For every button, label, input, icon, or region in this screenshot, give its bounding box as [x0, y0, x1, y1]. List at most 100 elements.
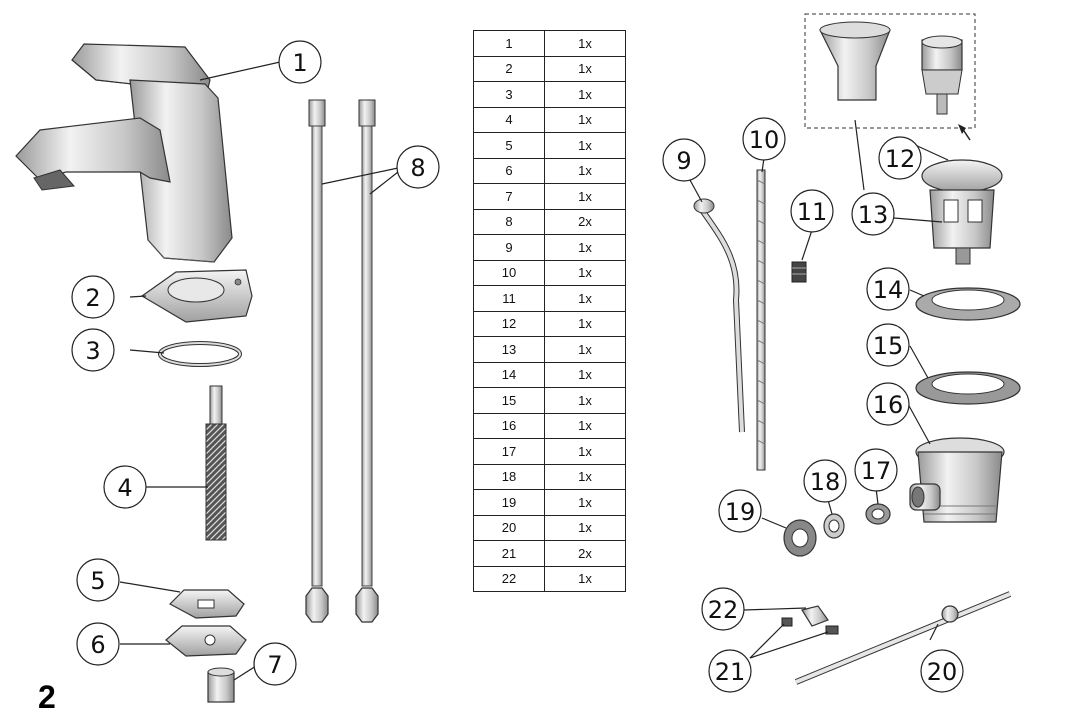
- part-number-cell: 2: [473, 55, 545, 82]
- callout-22: 22: [701, 587, 745, 631]
- page-number: 2: [38, 679, 56, 714]
- callout-11: 11: [790, 189, 834, 233]
- callout-16: 16: [866, 382, 910, 426]
- svg-text:19: 19: [725, 498, 756, 526]
- svg-text:6: 6: [90, 631, 105, 659]
- quantity-cell: 1x: [544, 463, 626, 490]
- quantity-cell: 1x: [544, 30, 626, 57]
- part-number-cell: 12: [473, 310, 545, 337]
- svg-text:20: 20: [927, 658, 958, 686]
- callout-7: 7: [253, 642, 297, 686]
- svg-text:3: 3: [85, 337, 100, 365]
- svg-text:22: 22: [708, 596, 739, 624]
- quantity-cell: 1x: [544, 514, 626, 541]
- quantity-cell: 1x: [544, 438, 626, 465]
- svg-text:13: 13: [858, 201, 889, 229]
- quantity-cell: 1x: [544, 285, 626, 312]
- part-number-cell: 18: [473, 463, 545, 490]
- svg-text:9: 9: [676, 147, 691, 175]
- flange-washer: [915, 287, 1021, 321]
- callout-1: 1: [278, 40, 322, 84]
- base-plate: [140, 269, 253, 323]
- svg-text:14: 14: [873, 276, 904, 304]
- faucet-body: [15, 43, 233, 263]
- part-number-cell: 1: [473, 30, 545, 57]
- svg-text:21: 21: [715, 658, 746, 686]
- threaded-lift-rod: [756, 169, 766, 471]
- part-number-cell: 9: [473, 234, 545, 261]
- quantity-cell: 1x: [544, 565, 626, 592]
- quantity-cell: 1x: [544, 361, 626, 388]
- part-number-cell: 11: [473, 285, 545, 312]
- part-number-cell: 20: [473, 514, 545, 541]
- part-number-cell: 8: [473, 208, 545, 235]
- callout-21: 21: [708, 649, 752, 693]
- part-number-cell: 7: [473, 183, 545, 210]
- quantity-cell: 1x: [544, 412, 626, 439]
- small-coupling: [791, 261, 807, 283]
- svg-text:2: 2: [85, 284, 100, 312]
- callout-17: 17: [854, 448, 898, 492]
- part-number-cell: 19: [473, 489, 545, 516]
- mounting-nut: [207, 667, 235, 703]
- quantity-cell: 2x: [544, 208, 626, 235]
- quantity-cell: 1x: [544, 132, 626, 159]
- svg-text:8: 8: [410, 154, 425, 182]
- quantity-cell: 1x: [544, 106, 626, 133]
- callout-2: 2: [71, 275, 115, 319]
- seal-washer: [865, 503, 891, 525]
- callout-10: 10: [742, 117, 786, 161]
- callout-20: 20: [920, 649, 964, 693]
- callout-5: 5: [76, 558, 120, 602]
- quantity-cell: 1x: [544, 234, 626, 261]
- pop-up-plug: [921, 159, 1003, 265]
- part-number-cell: 13: [473, 336, 545, 363]
- callout-3: 3: [71, 328, 115, 372]
- callout-9: 9: [662, 138, 706, 182]
- part-number-cell: 10: [473, 259, 545, 286]
- quantity-cell: 1x: [544, 81, 626, 108]
- svg-text:16: 16: [873, 391, 904, 419]
- svg-text:1: 1: [292, 49, 307, 77]
- quantity-cell: 1x: [544, 489, 626, 516]
- waste-body: [909, 437, 1005, 523]
- o-ring: [158, 341, 242, 367]
- part-number-cell: 4: [473, 106, 545, 133]
- callout-8: 8: [396, 145, 440, 189]
- pivot-rod: [794, 591, 1012, 685]
- svg-text:10: 10: [749, 126, 780, 154]
- leader-lines: [119, 61, 949, 681]
- quantity-cell: 1x: [544, 387, 626, 414]
- seal-ring: [823, 513, 845, 539]
- part-number-cell: 5: [473, 132, 545, 159]
- part-number-cell: 6: [473, 157, 545, 184]
- svg-text:5: 5: [90, 567, 105, 595]
- part-number-cell: 16: [473, 412, 545, 439]
- callout-18: 18: [803, 459, 847, 503]
- quantity-cell: 1x: [544, 55, 626, 82]
- callout-15: 15: [866, 323, 910, 367]
- quantity-cell: 1x: [544, 259, 626, 286]
- svg-text:11: 11: [797, 198, 828, 226]
- callout-14: 14: [866, 267, 910, 311]
- threaded-rod: [205, 385, 227, 541]
- quantity-cell: 1x: [544, 336, 626, 363]
- svg-text:17: 17: [861, 457, 892, 485]
- svg-text:7: 7: [267, 651, 282, 679]
